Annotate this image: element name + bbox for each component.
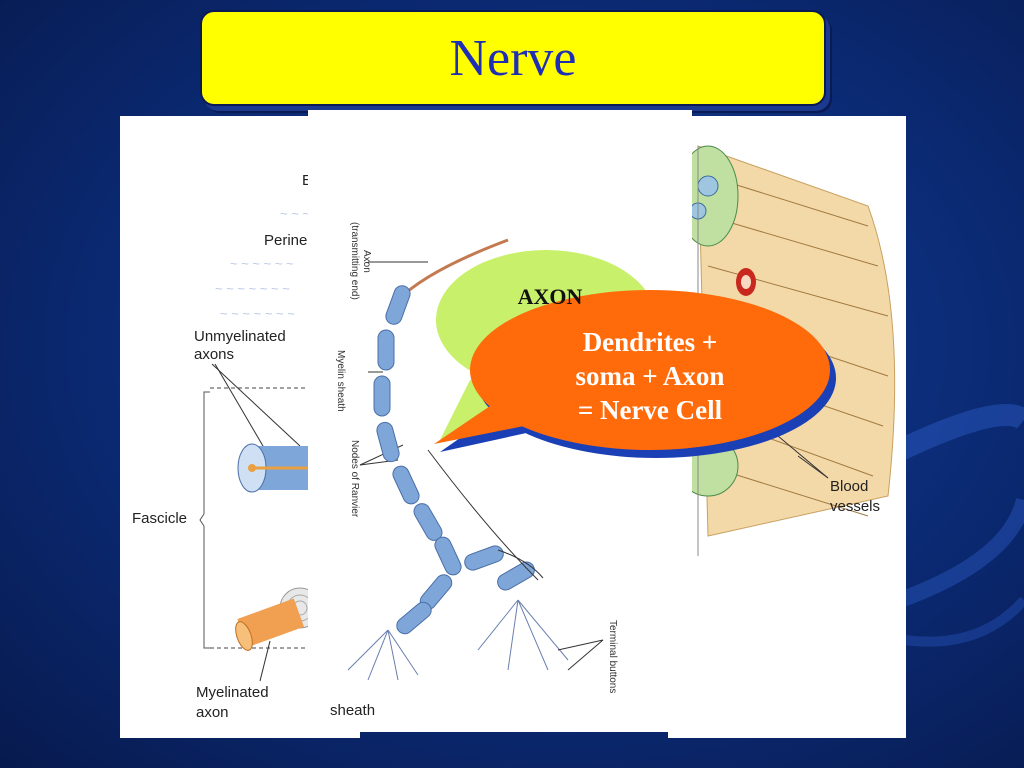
label-fascicle: Fascicle bbox=[132, 510, 188, 527]
label-unmyelinated-1: Unmyelinated bbox=[194, 328, 286, 345]
faint-text: ~ ~ ~ ~ ~ ~ ~ bbox=[215, 281, 290, 296]
main-callout-line-3: = Nerve Cell bbox=[577, 395, 723, 425]
label-perineurium: Perine bbox=[264, 232, 308, 249]
label-blood-1: Blood bbox=[830, 478, 869, 495]
label-e: E bbox=[302, 172, 313, 189]
faint-text: ~ ~ ~ ~ ~ ~ ~ bbox=[220, 306, 295, 321]
main-callout bbox=[434, 290, 836, 458]
axon-drawing bbox=[347, 238, 604, 681]
label-myelinated-1: Myelinated bbox=[196, 684, 269, 701]
label-sheath: sheath bbox=[330, 702, 376, 719]
label-blood-2: vessels bbox=[830, 498, 881, 515]
main-callout-line-1: Dendrites + bbox=[582, 327, 718, 357]
slide-title: Nerve bbox=[449, 29, 577, 87]
main-callout-text: Dendrites + soma + Axon = Nerve Cell bbox=[520, 325, 780, 427]
label-myelinated-2: axon bbox=[196, 704, 229, 721]
label-unmyelinated-2: axons bbox=[194, 346, 235, 363]
slide-title-box: Nerve bbox=[200, 10, 826, 106]
main-callout-line-2: soma + Axon bbox=[575, 361, 725, 391]
axon-callout-text: AXON bbox=[517, 284, 583, 309]
faint-text: ~ ~ ~ ~ ~ ~ bbox=[230, 256, 294, 271]
